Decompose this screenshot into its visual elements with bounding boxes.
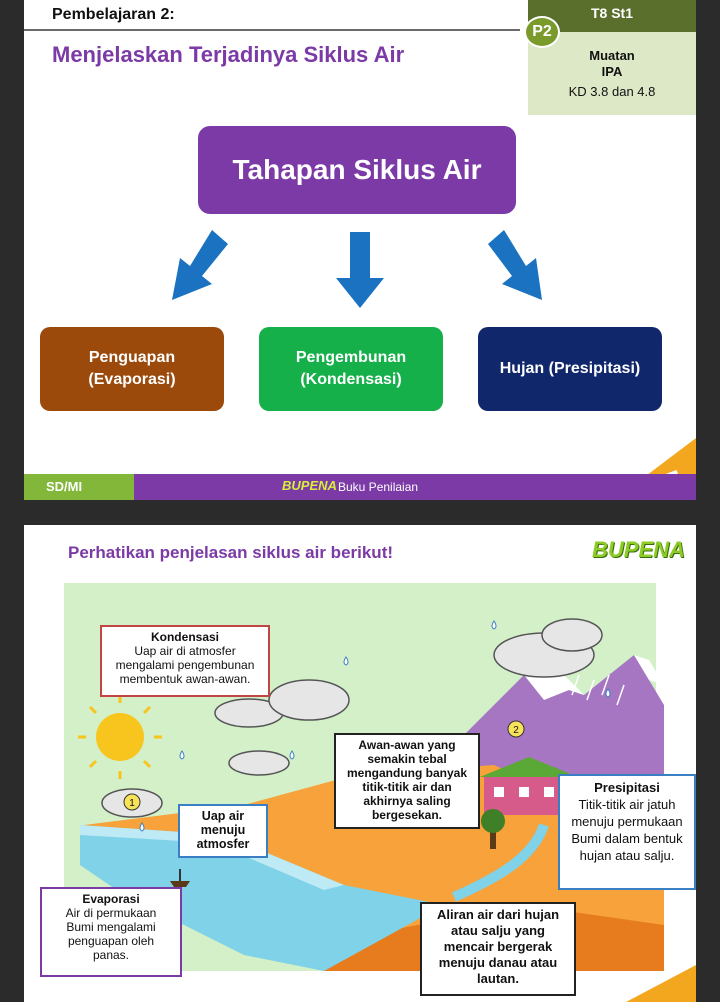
aliran-line: lautan. [477, 971, 519, 986]
slide-heading: Perhatikan penjelasan siklus air berikut… [68, 543, 394, 562]
cloud-icon [101, 618, 603, 818]
kondensasi-line: mengalami pengembunan [115, 658, 255, 672]
footer-logo: BUPENA [282, 478, 337, 493]
evaporasi-box: Evaporasi Air di permukaan Bumi mengalam… [40, 887, 182, 977]
p2-badge: P2 [524, 16, 560, 48]
evaporasi-line: penguapan oleh [67, 934, 155, 948]
kondensasi-line: Uap air di atmosfer [134, 644, 236, 658]
boat-icon [170, 869, 190, 887]
lesson-label: Pembelajaran 2: [52, 6, 175, 23]
evaporasi-line: Bumi mengalami [66, 920, 156, 934]
footer-level: SD/MI [46, 479, 83, 494]
marker-2-icon: 2 [507, 720, 525, 738]
footer-band [134, 474, 696, 500]
stage-evaporasi-line1: Penguapan [88, 349, 176, 366]
rain-icon [571, 674, 625, 706]
slide-tahapan-siklus-air: Pembelajaran 2: Menjelaskan Terjadinya S… [24, 0, 696, 500]
presipitasi-line: menuju permukaan [571, 814, 683, 829]
marker-1-icon: 1 [123, 793, 141, 811]
awan-line: mengandung banyak [346, 766, 468, 780]
awan-box: Awan-awan yang semakin tebal mengandung … [334, 733, 480, 829]
presipitasi-line: Bumi dalam bentuk [571, 831, 683, 846]
evaporasi-title: Evaporasi [82, 892, 140, 906]
presipitasi-box: Presipitasi Titik-titik air jatuh menuju… [558, 774, 696, 890]
stage-evaporasi: Penguapan (Evaporasi) [40, 327, 224, 411]
muatan-subject: IPA [601, 64, 623, 79]
stage-kondensasi: Pengembunan (Kondensasi) [259, 327, 443, 411]
presipitasi-title: Presipitasi [594, 780, 660, 795]
stage-kondensasi-line2: (Kondensasi) [300, 371, 402, 388]
lesson-code: T8 St1 [590, 5, 633, 21]
arrow-down-right-icon [488, 230, 542, 300]
presipitasi-line: Titik-titik air jatuh [578, 797, 676, 812]
aliran-line: mencair bergerak [443, 939, 553, 954]
awan-line: titik-titik air dan [362, 780, 452, 794]
evaporasi-line: panas. [92, 948, 130, 962]
aliran-box: Aliran air dari hujan atau salju yang me… [420, 902, 576, 996]
aliran-line: atau salju yang [451, 923, 545, 938]
marker-2-label: 2 [513, 725, 519, 736]
water-drop-icon [139, 620, 611, 832]
arrows [172, 230, 542, 308]
kondensasi-box: Kondensasi Uap air di atmosfer mengalami… [100, 625, 270, 697]
aliran-line: Aliran air dari hujan [436, 907, 560, 922]
main-topic-box: Tahapan Siklus Air [198, 126, 516, 214]
footer-level-band [24, 474, 134, 500]
uap-line: menuju [200, 823, 246, 837]
aliran-line: menuju danau atau [438, 955, 558, 970]
kondensasi-title: Kondensasi [150, 630, 219, 644]
arrow-down-left-icon [172, 230, 228, 300]
bupena-logo: BUPENA [592, 537, 685, 562]
stage-presipitasi-label: Hujan (Presipitasi) [499, 360, 641, 377]
stage-kondensasi-line1: Pengembunan [295, 349, 407, 366]
evaporasi-line: Air di permukaan [65, 906, 157, 920]
sun-icon [78, 695, 162, 779]
page-title: Menjelaskan Terjadinya Siklus Air [52, 42, 405, 67]
slide-siklus-air-illustration: Perhatikan penjelasan siklus air berikut… [24, 525, 696, 1002]
marker-1-label: 1 [129, 798, 135, 809]
awan-line: akhirnya saling [363, 794, 451, 808]
arrow-down-icon [336, 232, 384, 308]
awan-line: Awan-awan yang [358, 738, 456, 752]
presipitasi-line: hujan atau salju. [579, 848, 675, 863]
uap-box: Uap air menuju atmosfer [178, 804, 268, 858]
uap-line: Uap air [201, 809, 245, 823]
awan-line: bergesekan. [371, 808, 443, 822]
river-icon [451, 823, 549, 902]
tree-icon [481, 809, 505, 849]
awan-line: semakin tebal [367, 752, 447, 766]
stage-evaporasi-line2: (Evaporasi) [88, 371, 176, 388]
title-divider [24, 29, 520, 31]
stage-presipitasi: Hujan (Presipitasi) [478, 327, 662, 411]
uap-line: atmosfer [196, 837, 250, 851]
kondensasi-line: membentuk awan-awan. [119, 672, 251, 686]
kd-label: KD 3.8 dan 4.8 [568, 84, 656, 99]
muatan-info: Muatan IPA [528, 48, 696, 80]
footer-book: Buku Penilaian [338, 480, 419, 494]
muatan-label: Muatan [589, 48, 635, 63]
corner-decoration [626, 965, 696, 1002]
